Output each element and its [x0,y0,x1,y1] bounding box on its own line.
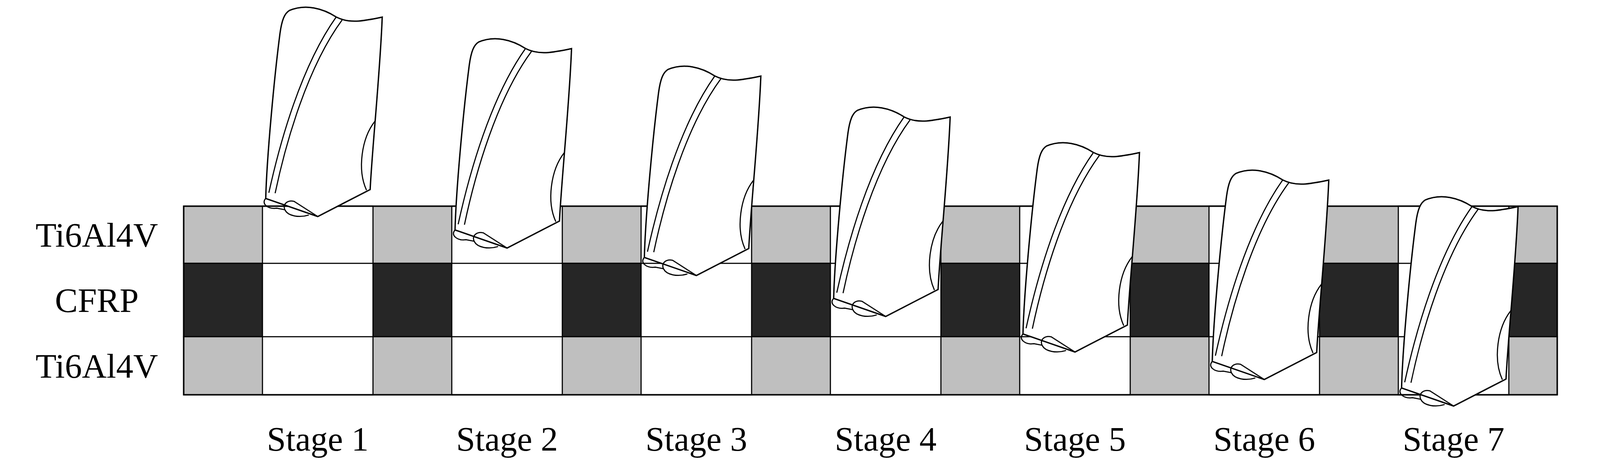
layer-boundary [830,336,942,338]
stage-label: Stage 7 [1402,421,1505,457]
twist-drill [1020,140,1141,357]
layer-boundary [641,336,752,338]
layer-label: Ti6Al4V [35,217,159,253]
layer-boundary [262,336,374,338]
twist-drill [831,104,951,321]
stage-label: Stage 1 [266,421,369,457]
layer-boundary [451,336,563,338]
twist-drill [263,4,384,222]
layer-label: CFRP [54,283,139,318]
twist-drill [641,63,762,281]
stage-label: Stage 2 [456,421,558,457]
stage-label: Stage 5 [1024,421,1126,457]
twist-drill [1209,167,1330,385]
hole-column [262,206,374,395]
drill-group [263,4,1519,411]
layer-boundary [451,262,563,265]
stage-label: Stage 4 [834,421,937,457]
stage-label: Stage 3 [645,421,748,457]
twist-drill [1399,194,1519,411]
layer-label: Ti6Al4V [35,348,159,384]
twist-drill [452,36,573,253]
layer-boundary [262,262,374,265]
stage-label: Stage 6 [1213,421,1316,457]
